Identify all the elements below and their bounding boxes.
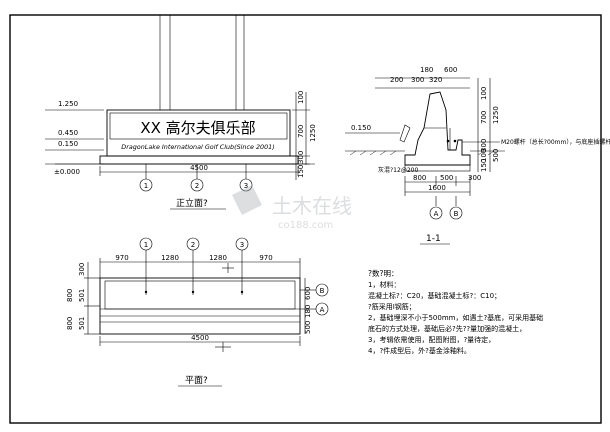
sec-base-note: 灰混?12@200 (378, 166, 418, 174)
front-axis-2 (190, 178, 204, 192)
sheet-border (9, 14, 602, 424)
sec-top-180: 180 (420, 66, 433, 74)
notes-line-2: 混凝土标?：C20，基础混凝土标?：C10； (368, 291, 501, 300)
level-0450: 0.450 (58, 129, 78, 137)
section-view: 180 600 200 300 320 0.150 灰混?12@200 (345, 66, 610, 245)
section-body (404, 91, 471, 166)
svg-text:1: 1 (144, 241, 148, 249)
sec-r-100: 100 (480, 87, 488, 100)
sec-r-500: 500 (492, 149, 500, 162)
plan-right-500: 500 (304, 321, 312, 334)
svg-text:B: B (454, 210, 459, 218)
plan-left-800b: 800 (66, 317, 74, 330)
notes-title: ?数?明： (368, 268, 398, 278)
front-total-width: 4500 (190, 164, 208, 172)
svg-text:A: A (434, 210, 439, 218)
level-1250: 1.250 (58, 100, 78, 108)
sec-axis-A (429, 206, 443, 220)
sec-level: 0.150 (351, 124, 371, 132)
front-dim-150: 150 (297, 165, 305, 178)
notes-line-4: 2，基础埋深不小于500mm，如遇土?基底，可采用基础 (368, 313, 543, 322)
sec-r-100b: 100 (480, 149, 488, 162)
svg-text:3: 3 (244, 182, 248, 190)
watermark-logo-icon (232, 185, 262, 215)
sign-title: XX 高尔夫俱乐部 (140, 119, 255, 137)
sec-r-300: 300 (480, 139, 488, 152)
front-dim-700: 700 (297, 125, 305, 138)
level-0000: ±0.000 (54, 168, 80, 176)
front-axis-3 (239, 178, 253, 192)
front-dim-1250: 1250 (309, 124, 317, 142)
front-axis-1 (139, 178, 153, 192)
plan-dim-970a: 970 (115, 254, 128, 262)
plan-axis-A (315, 302, 329, 316)
plan-view-label: 平面? (185, 375, 208, 386)
sec-b-800: 800 (413, 174, 426, 182)
watermark-site: co188.com (278, 220, 333, 231)
front-dim-300: 300 (297, 151, 305, 164)
design-notes: ?数?明： 1，材料： 混凝土标?：C20，基础混凝土标?：C10； ?筋采用Ⅰ… (368, 268, 543, 355)
plan-dim-1280a: 1280 (161, 254, 179, 262)
svg-text:2: 2 (191, 241, 195, 249)
svg-text:A: A (320, 306, 325, 314)
watermark-brand: 土木在线 (272, 194, 352, 218)
notes-line-7: 4，?件成型后，外?基金涂釉料。 (368, 346, 471, 355)
sec-r-150: 150 (480, 159, 488, 172)
sign-subtitle: DragonLake International Golf Club(Since… (121, 143, 274, 151)
sec-r-700: 700 (480, 111, 488, 124)
sec-top-200: 200 (390, 76, 403, 84)
notes-line-1: 1，材料： (368, 280, 400, 289)
svg-text:2: 2 (195, 182, 199, 190)
sec-b-500: 500 (440, 174, 453, 182)
plan-view: 1 2 3 970 1280 1280 970 300 (66, 237, 329, 387)
sec-rebar-note: M20螺杆（总长?00mm），与底座插螺杆 (501, 138, 610, 146)
svg-text:B: B (320, 287, 325, 295)
sec-top-300: 300 (411, 76, 424, 84)
plan-mid-501a: 501 (78, 289, 86, 302)
plan-outline (99, 277, 301, 335)
sec-b-300: 300 (468, 174, 481, 182)
plan-axis-B (315, 283, 329, 297)
sign-base (99, 155, 299, 165)
plan-right-180: 180 (304, 305, 312, 318)
plan-total-width: 4500 (191, 334, 209, 342)
plan-dim-1280b: 1280 (209, 254, 227, 262)
plan-dim-970b: 970 (259, 254, 272, 262)
plan-right-600: 600 (304, 287, 312, 300)
sec-view-label: 1-1 (426, 234, 441, 244)
sec-top-320: 320 (429, 76, 442, 84)
notes-line-5: 底石的方式处理，基础后必?先??量加强的混凝土， (368, 324, 526, 333)
plan-mid-501b: 501 (78, 317, 86, 330)
sec-axis-B (449, 206, 463, 220)
sec-b-1600: 1600 (428, 184, 446, 192)
svg-text:1: 1 (144, 182, 148, 190)
plan-left-800a: 800 (66, 289, 74, 302)
watermark: 土木在线 co188.com (232, 185, 352, 231)
notes-line-6: 3，考辑依需使用，配图附图，?量待定， (368, 335, 495, 344)
notes-line-3: ?筋采用Ⅰ钢筋； (368, 302, 416, 311)
svg-text:3: 3 (240, 241, 244, 249)
front-elevation: XX 高尔夫俱乐部 DragonLake International Golf … (45, 15, 317, 210)
front-view-label: 正立面? (176, 197, 208, 209)
plan-left-300: 300 (78, 263, 86, 276)
sec-top-600: 600 (444, 66, 457, 74)
level-0150: 0.150 (58, 140, 78, 148)
front-dim-100: 100 (297, 91, 305, 104)
sec-r-1250: 1250 (492, 106, 500, 124)
